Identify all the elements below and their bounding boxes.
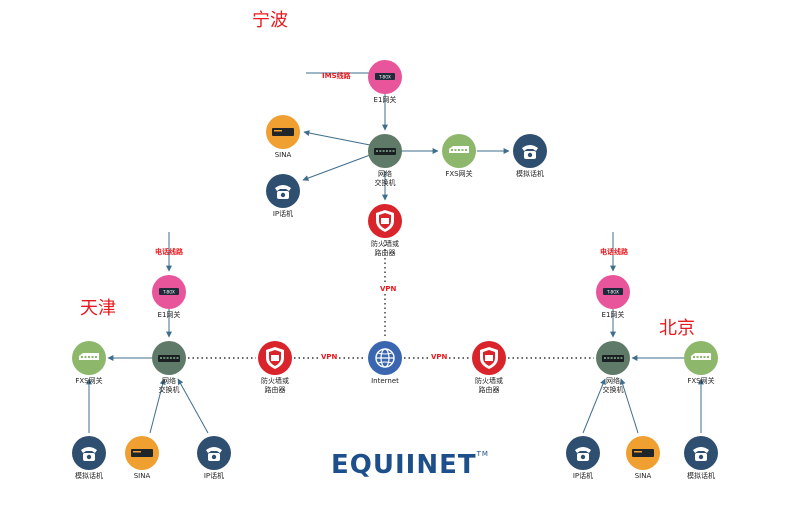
fxs-icon (684, 341, 718, 375)
svg-text:T-BOX: T-BOX (606, 290, 619, 295)
phone-icon (684, 436, 718, 470)
equinet-logo: EQUIINETTM (331, 450, 489, 480)
ningbo-sina-label: SINA (274, 151, 292, 159)
internet-node (368, 341, 402, 375)
ningbo-e1-gateway-label: E1网关 (373, 96, 397, 104)
internet-label: Internet (371, 377, 399, 385)
tianjin-switch-label: 网络 交换机 (158, 377, 180, 394)
tbox-icon: T-BOX (596, 275, 630, 309)
sina-icon (266, 115, 300, 149)
tianjin-analog-phone-node (72, 436, 106, 470)
ningbo-fxs-gateway-label: FXS网关 (445, 170, 473, 178)
phone-icon (266, 174, 300, 208)
internet-icon (368, 341, 402, 375)
ims-line-label: IMS线路 (322, 72, 351, 80)
switch-icon (596, 341, 630, 375)
tianjin-e1-gateway-label: E1网关 (157, 311, 181, 319)
tianjin-e1-gateway-node: T-BOX (152, 275, 186, 309)
phone-line-label-tianjin: 电话线路 (155, 248, 183, 256)
fxs-icon (442, 134, 476, 168)
tianjin-firewall-label: 防火墙或 路由器 (261, 377, 289, 394)
ningbo-ip-phone-label: IP话机 (272, 210, 294, 218)
ningbo-analog-phone-label: 模拟话机 (516, 170, 544, 178)
switch-icon (368, 134, 402, 168)
beijing-fxs-gateway-label: FXS网关 (687, 377, 715, 385)
firewall-icon (258, 341, 292, 375)
beijing-firewall-node (472, 341, 506, 375)
ningbo-switch-label: 网络 交换机 (374, 170, 396, 187)
beijing-sina-label: SINA (634, 472, 652, 480)
link-2 (303, 130, 371, 146)
city-tianjin: 天津 (80, 298, 116, 319)
sina-icon (626, 436, 660, 470)
beijing-switch-node (596, 341, 630, 375)
tianjin-ip-phone-label: IP话机 (203, 472, 225, 480)
firewall-icon (368, 204, 402, 238)
beijing-sina-node (626, 436, 660, 470)
beijing-switch-label: 网络 交换机 (602, 377, 624, 394)
beijing-analog-phone-node (684, 436, 718, 470)
beijing-analog-phone-label: 模拟话机 (687, 472, 715, 480)
link-18 (619, 378, 639, 434)
beijing-ip-phone-label: IP话机 (572, 472, 594, 480)
link-3 (302, 154, 371, 181)
link-12 (177, 378, 209, 434)
fxs-icon (72, 341, 106, 375)
sina-icon (125, 436, 159, 470)
firewall-icon (472, 341, 506, 375)
phone-icon (513, 134, 547, 168)
ningbo-sina-node (266, 115, 300, 149)
ningbo-analog-phone-node (513, 134, 547, 168)
ningbo-e1-gateway-node: T-BOX (368, 60, 402, 94)
tianjin-switch-node (152, 341, 186, 375)
tianjin-ip-phone-node (197, 436, 231, 470)
vpn-label-top: VPN (379, 285, 398, 293)
ningbo-ip-phone-node (266, 174, 300, 208)
beijing-fxs-gateway-node (684, 341, 718, 375)
tianjin-fxs-gateway-node (72, 341, 106, 375)
ningbo-firewall-label: 防火墙或 路由器 (371, 240, 399, 257)
ningbo-fxs-gateway-node (442, 134, 476, 168)
switch-icon (152, 341, 186, 375)
vpn-label-right: VPN (430, 353, 449, 361)
logo-text: EQUIINET (331, 450, 477, 480)
tianjin-analog-phone-label: 模拟话机 (75, 472, 103, 480)
vpn-label-left: VPN (320, 353, 339, 361)
tianjin-firewall-node (258, 341, 292, 375)
city-beijing: 北京 (659, 318, 695, 339)
logo-trademark: TM (476, 450, 489, 458)
tianjin-fxs-gateway-label: FXS网关 (75, 377, 103, 385)
tbox-icon: T-BOX (368, 60, 402, 94)
beijing-firewall-label: 防火墙或 路由器 (475, 377, 503, 394)
link-11 (149, 378, 166, 434)
beijing-e1-gateway-label: E1网关 (601, 311, 625, 319)
phone-icon (197, 436, 231, 470)
tbox-icon: T-BOX (152, 275, 186, 309)
phone-icon (72, 436, 106, 470)
tianjin-sina-label: SINA (133, 472, 151, 480)
svg-text:T-BOX: T-BOX (378, 75, 391, 80)
phone-line-label-beijing: 电话线路 (600, 248, 628, 256)
ningbo-switch-node (368, 134, 402, 168)
beijing-ip-phone-node (566, 436, 600, 470)
beijing-e1-gateway-node: T-BOX (596, 275, 630, 309)
phone-icon (566, 436, 600, 470)
link-17 (582, 378, 606, 434)
svg-text:T-BOX: T-BOX (162, 290, 175, 295)
ningbo-firewall-node (368, 204, 402, 238)
city-ningbo: 宁波 (252, 10, 288, 31)
tianjin-sina-node (125, 436, 159, 470)
